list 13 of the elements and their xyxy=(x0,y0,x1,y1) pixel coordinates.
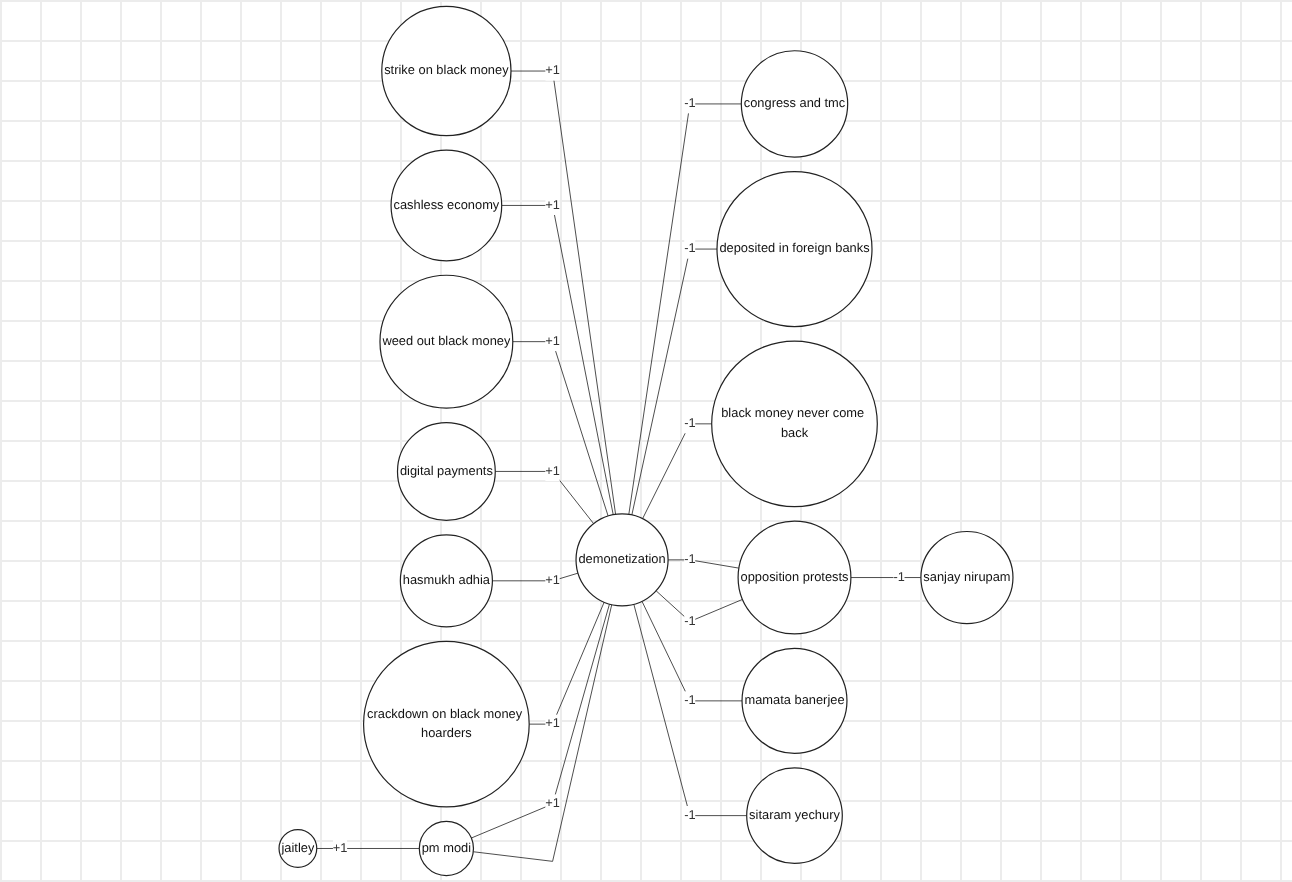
connector xyxy=(850,577,922,578)
connector xyxy=(494,471,594,525)
connector xyxy=(510,70,616,515)
connector xyxy=(501,205,614,516)
connector xyxy=(633,603,748,816)
connector xyxy=(512,341,609,517)
connector xyxy=(667,559,740,569)
connector xyxy=(641,600,743,702)
connector xyxy=(642,423,713,520)
connector xyxy=(528,601,605,725)
connector xyxy=(628,103,742,515)
connector xyxy=(631,248,718,516)
connector xyxy=(316,848,420,849)
